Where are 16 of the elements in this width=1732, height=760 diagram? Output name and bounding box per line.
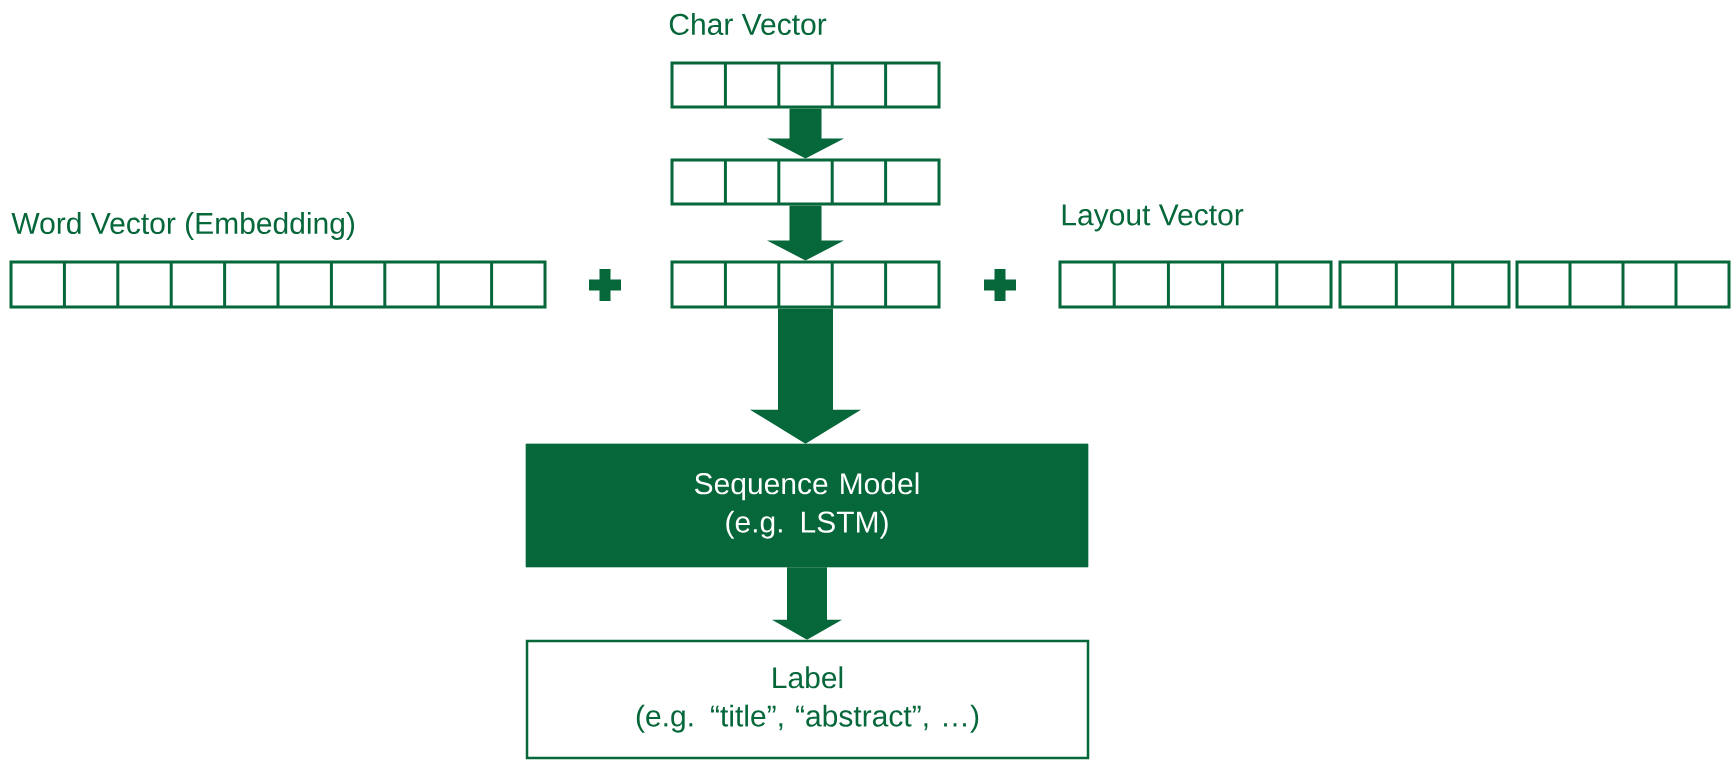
- vector-cells: [670, 260, 941, 309]
- block-arrow: [767, 108, 844, 159]
- block-arrow: [750, 308, 861, 444]
- vector-heading: Word Vector (Embedding): [11, 212, 355, 240]
- vector-cells: [1515, 260, 1731, 309]
- process-box: Sequence Model (e.g. LSTM): [525, 443, 1089, 568]
- vector-cells: [670, 158, 941, 206]
- block-arrow: [772, 567, 842, 640]
- vector-cells: [670, 61, 941, 109]
- vector-cells: [1338, 260, 1511, 309]
- vector-cells: [1058, 260, 1333, 309]
- vector-heading: Layout Vector: [1062, 204, 1244, 232]
- vector-cells: [9, 260, 547, 309]
- output-box: Label (e.g. “title”, “abstract”, …): [525, 639, 1090, 760]
- block-arrow: [767, 205, 844, 261]
- vector-heading: Char Vector: [669, 12, 827, 35]
